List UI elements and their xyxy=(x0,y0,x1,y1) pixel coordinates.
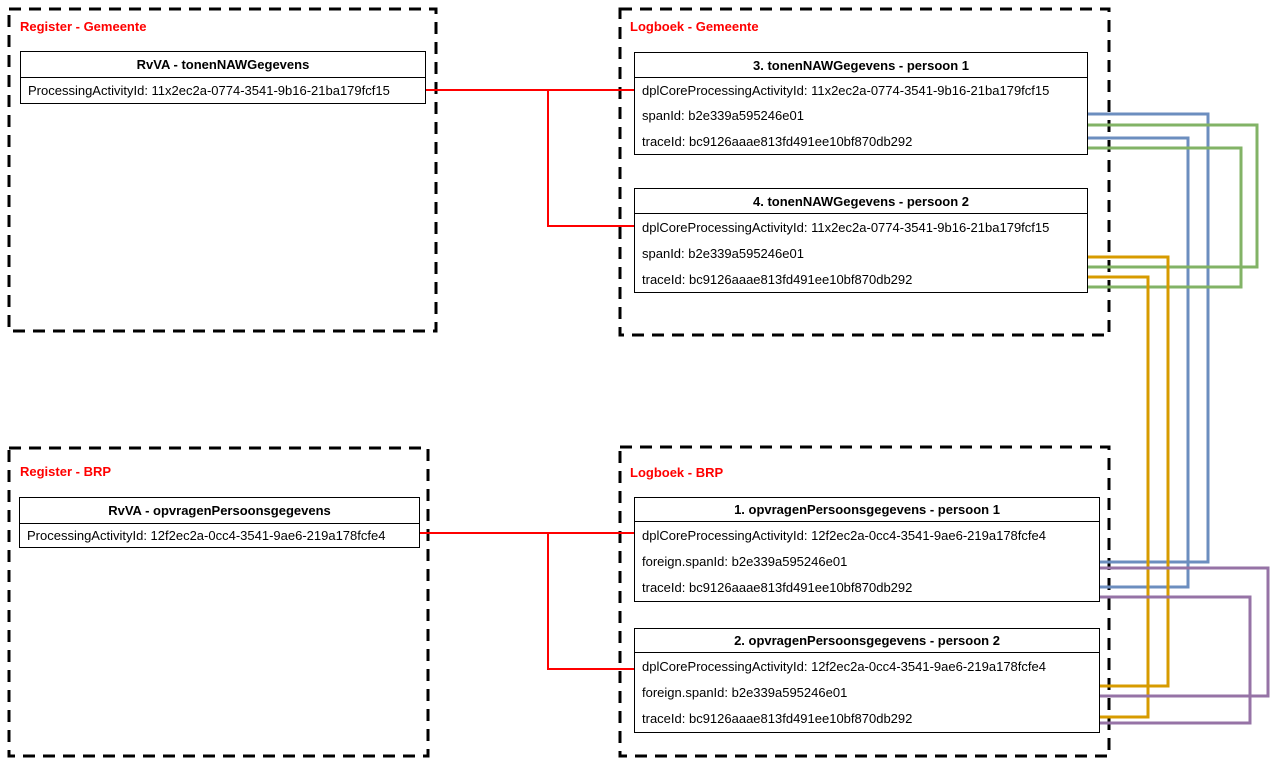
node-title-box4: 4. tonenNAWGegevens - persoon 2 xyxy=(635,189,1087,214)
connector-red-rvva-tonen-to-box4 xyxy=(547,90,634,227)
node-title-box3: 3. tonenNAWGegevens - persoon 1 xyxy=(635,53,1087,78)
row-box4-spanid: spanId: b2e339a595246e01 xyxy=(642,245,804,261)
row-box3-dplcoreprocessingactivityid: dplCoreProcessingActivityId: 11x2ec2a-07… xyxy=(642,83,1050,99)
row-box1-traceid: traceId: bc9126aaae813fd491ee10bf870db29… xyxy=(642,580,913,596)
row-processingactivityid-brp: ProcessingActivityId: 12f2ec2a-0cc4-3541… xyxy=(27,528,386,543)
connector-purple-traceid-box1-box2 xyxy=(1100,595,1252,725)
row-processingactivityid-gemeente: ProcessingActivityId: 11x2ec2a-0774-3541… xyxy=(28,83,390,98)
node-2-opvragenpersoonsgegevens-persoon-2: 2. opvragenPersoonsgegevens - persoon 2 … xyxy=(634,628,1100,733)
row-box3-traceid: traceId: bc9126aaae813fd491ee10bf870db29… xyxy=(642,133,913,149)
connector-green-traceid-box3-box4 xyxy=(1088,146,1243,289)
node-title-rvva-opvragenpersoonsgegevens: RvVA - opvragenPersoonsgegevens xyxy=(20,498,419,524)
row-box2-traceid: traceId: bc9126aaae813fd491ee10bf870db29… xyxy=(642,711,913,727)
group-border-register-brp xyxy=(7,446,430,758)
node-rvva-opvragenpersoonsgegevens: RvVA - opvragenPersoonsgegevens Processi… xyxy=(19,497,420,548)
row-box3-spanid: spanId: b2e339a595246e01 xyxy=(642,108,804,124)
node-1-opvragenpersoonsgegevens-persoon-1: 1. opvragenPersoonsgegevens - persoon 1 … xyxy=(634,497,1100,602)
node-4-tonennawgegevens-persoon-2: 4. tonenNAWGegevens - persoon 2 dplCoreP… xyxy=(634,188,1088,293)
group-label-logboek-brp: Logboek - BRP xyxy=(630,465,724,480)
row-box1-dplcoreprocessingactivityid: dplCoreProcessingActivityId: 12f2ec2a-0c… xyxy=(642,527,1046,543)
connector-blue-spanid-box3-box1 xyxy=(1088,112,1210,564)
row-box2-dplcoreprocessingactivityid: dplCoreProcessingActivityId: 12f2ec2a-0c… xyxy=(642,658,1046,674)
node-rvva-tonennawgegevens: RvVA - tonenNAWGegevens ProcessingActivi… xyxy=(20,51,426,104)
connector-green-spanid-box3-box4 xyxy=(1088,123,1259,269)
node-title-box2: 2. opvragenPersoonsgegevens - persoon 2 xyxy=(635,629,1099,653)
connector-blue-traceid-box3-box1 xyxy=(1088,136,1190,589)
group-label-register-brp: Register - BRP xyxy=(20,464,112,479)
connector-purple-spanid-box1-box2 xyxy=(1100,566,1270,698)
row-box2-foreign-spanid: foreign.spanId: b2e339a595246e01 xyxy=(642,684,848,700)
group-label-logboek-gemeente: Logboek - Gemeente xyxy=(630,19,759,34)
node-3-tonennawgegevens-persoon-1: 3. tonenNAWGegevens - persoon 1 dplCoreP… xyxy=(634,52,1088,155)
row-box1-foreign-spanid: foreign.spanId: b2e339a595246e01 xyxy=(642,553,848,569)
row-box4-dplcoreprocessingactivityid: dplCoreProcessingActivityId: 11x2ec2a-07… xyxy=(642,219,1050,235)
node-title-box1: 1. opvragenPersoonsgegevens - persoon 1 xyxy=(635,498,1099,522)
connector-orange-spanid-box4-box2 xyxy=(1088,255,1170,688)
connector-red-rvva-opvragen-to-box2 xyxy=(547,533,634,670)
group-label-register-gemeente: Register - Gemeente xyxy=(20,19,147,34)
row-box4-traceid: traceId: bc9126aaae813fd491ee10bf870db29… xyxy=(642,271,913,287)
node-title-rvva-tonennawgegevens: RvVA - tonenNAWGegevens xyxy=(21,52,425,78)
